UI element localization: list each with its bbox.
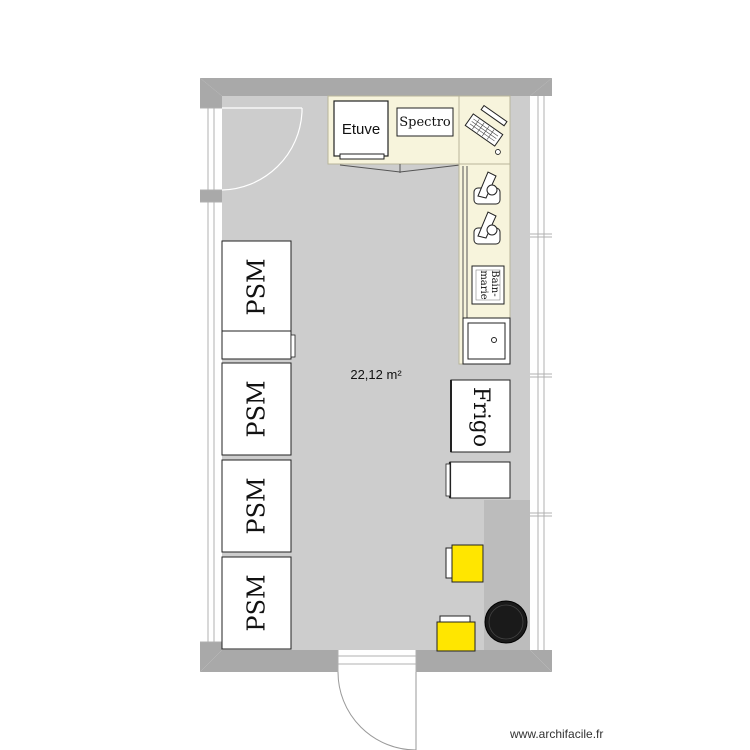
chair-icon <box>445 544 484 583</box>
door-swing-icon <box>337 650 417 750</box>
psm-label: PSM <box>243 258 271 315</box>
window-icon <box>530 96 552 650</box>
top-wall <box>200 78 552 96</box>
keyboard-icon <box>464 104 508 155</box>
spectro-label: Spectro <box>399 115 451 130</box>
window-icon <box>200 201 222 643</box>
chair-icon <box>436 615 476 652</box>
oven-unit: Etuve <box>333 100 389 160</box>
psm-unit: PSM <box>221 459 292 553</box>
fridge-label: Frigo <box>468 387 493 447</box>
water-bath-label: Bain- marie <box>478 270 500 300</box>
site-credit[interactable]: www.archifacile.fr <box>510 727 604 741</box>
psm-label: PSM <box>243 380 271 437</box>
psm-unit: PSM <box>221 556 292 650</box>
microscope-icon <box>473 171 501 205</box>
microscope-icon <box>473 211 501 245</box>
fridge-unit: Frigo <box>450 379 511 453</box>
cabinet-unit <box>445 461 511 499</box>
psm-unit: PSM <box>221 240 296 360</box>
psm-unit: PSM <box>221 362 292 456</box>
psm-label: PSM <box>243 477 271 534</box>
sink-icon <box>462 317 511 365</box>
oven-label: Etuve <box>342 121 380 138</box>
stool-icon <box>484 600 528 644</box>
psm-label: PSM <box>243 574 271 631</box>
window-icon <box>200 107 222 191</box>
water-bath-unit: Bain- marie <box>471 265 505 305</box>
door-swing-icon <box>221 107 303 191</box>
spectro-unit: Spectro <box>396 107 454 137</box>
area-label: 22,12 m² <box>350 367 402 382</box>
